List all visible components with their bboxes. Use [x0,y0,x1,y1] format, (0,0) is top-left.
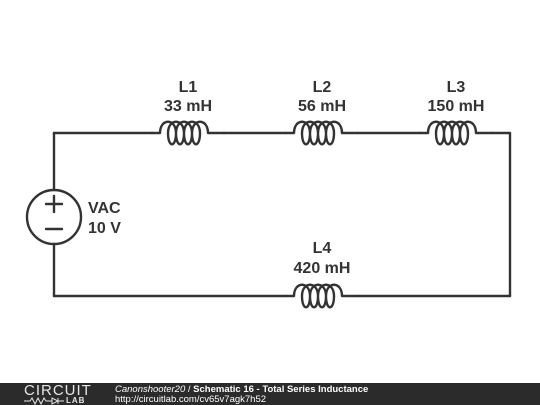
inductor-l2-coil [284,120,360,146]
inductor-l4-value: 420 mH [294,260,351,277]
footer-bar: CIRCUIT LAB Canonshooter20 / Schematic 1… [0,383,540,405]
inductor-l4-name: L4 [313,240,332,257]
circuit-schematic: VAC 10 V L1 33 mH L2 56 mH L3 150 mH L4 … [25,79,512,309]
inductor-l2-value: 56 mH [298,98,346,115]
logo-text-circuit: CIRCUIT [24,383,92,399]
inductor-l1-value: 33 mH [164,98,212,115]
inductor-l1-coil [150,120,226,146]
logo-text-lab: LAB [66,396,86,405]
source-label: VAC [88,200,121,217]
inductor-l1-name: L1 [179,79,198,96]
wire-top-left [52,131,154,136]
plus-sign [44,194,64,214]
resistor-diode-icon [24,397,64,405]
schematic-url-link[interactable]: http://circuitlab.com/cv65v7agk7h52 [115,394,267,405]
inductor-l3-coil [418,120,494,146]
wire-top-right [490,131,512,298]
inductor-l4-coil [284,283,360,309]
circuitlab-logo[interactable]: CIRCUIT LAB [4,383,104,405]
voltage-source [25,188,83,246]
inductor-l3-name: L3 [447,79,466,96]
inductor-l2-name: L2 [313,79,332,96]
footer-title-line: Canonshooter20 / Schematic 16 - Total Se… [115,384,368,395]
footer-separator: / [185,384,194,395]
source-value: 10 V [88,220,121,237]
inductor-l3-value: 150 mH [428,98,485,115]
author-link[interactable]: Canonshooter20 [115,384,186,395]
schematic-title: Schematic 16 - Total Series Inductance [193,384,369,395]
